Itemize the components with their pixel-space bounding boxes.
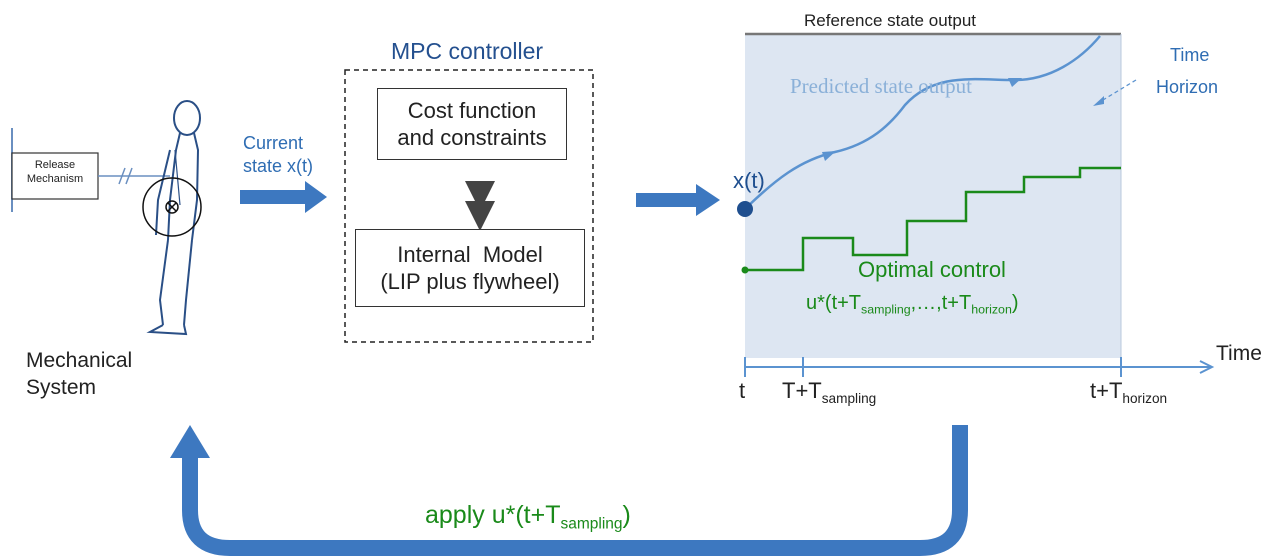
- control-sequence-sub2: horizon: [971, 302, 1012, 317]
- mechanical-system-label-line2: System: [26, 376, 97, 399]
- human-figure-icon: [142, 100, 202, 336]
- current-state-label-line2: state x(t): [243, 156, 314, 176]
- release-mechanism-label: Release Mechanism: [26, 159, 84, 186]
- predicted-state-label: Predicted state output: [790, 74, 972, 98]
- tick-t-label: t: [739, 378, 746, 403]
- optimal-control-label: Optimal control: [858, 257, 1006, 282]
- control-sequence-sub1: sampling: [861, 302, 911, 317]
- time-horizon-pointer: [1097, 79, 1137, 104]
- control-sequence-mid: ,…,t+T: [910, 292, 972, 314]
- internal-model-line1: Internal Model: [397, 241, 543, 267]
- internal-model-line2: (LIP plus flywheel): [380, 269, 560, 294]
- control-sequence-suffix: ): [1011, 292, 1019, 314]
- reference-state-label: Reference state output: [804, 11, 977, 30]
- output-arrow: [636, 184, 720, 216]
- current-state-point-label: x(t): [733, 168, 765, 193]
- tick-sampling-label: T+Tsampling: [782, 378, 876, 406]
- feedback-arrow: [170, 425, 968, 556]
- input-arrow: [240, 181, 327, 213]
- feedback-label-suffix: ): [622, 501, 631, 529]
- feedback-label-prefix: apply u*(t+T: [425, 501, 561, 529]
- mpc-controller-box: [344, 69, 594, 343]
- tick-horizon-sub: horizon: [1122, 390, 1168, 406]
- time-horizon-label-line1: Time: [1170, 45, 1210, 65]
- cost-function-line1: Cost function: [407, 97, 537, 123]
- time-horizon-label-line2: Horizon: [1156, 77, 1219, 97]
- tick-horizon-label: t+Thorizon: [1090, 378, 1167, 406]
- cost-function-box: Cost function and constraints: [377, 88, 567, 160]
- control-sequence-prefix: u*(t+T: [806, 292, 862, 314]
- feedback-label-sub: sampling: [560, 515, 623, 533]
- mpc-title: MPC controller: [391, 38, 544, 64]
- internal-model-box: Internal Model (LIP plus flywheel): [355, 229, 585, 307]
- tick-sampling-sub: sampling: [821, 390, 877, 406]
- time-axis-label: Time: [1216, 342, 1262, 365]
- tick-sampling-prefix: T+T: [782, 378, 822, 403]
- release-mechanism: [11, 128, 170, 212]
- cost-function-line2: and constraints: [397, 125, 547, 150]
- mechanical-system-label-line1: Mechanical: [26, 349, 133, 372]
- feedback-label: apply u*(t+Tsampling): [425, 501, 631, 532]
- trajectory-arrowhead-icon: [822, 151, 836, 161]
- current-state-label-line1: Current: [243, 133, 304, 153]
- control-sequence-label: u*(t+Tsampling,…,t+Thorizon): [806, 292, 1019, 317]
- optimal-control-staircase: [745, 166, 1121, 272]
- tick-horizon-prefix: t+T: [1090, 378, 1123, 403]
- predicted-trajectory: [745, 35, 1101, 209]
- prediction-panel: [745, 34, 1121, 358]
- trajectory-arrowhead-icon: [1008, 78, 1022, 87]
- current-state-point: [737, 201, 753, 217]
